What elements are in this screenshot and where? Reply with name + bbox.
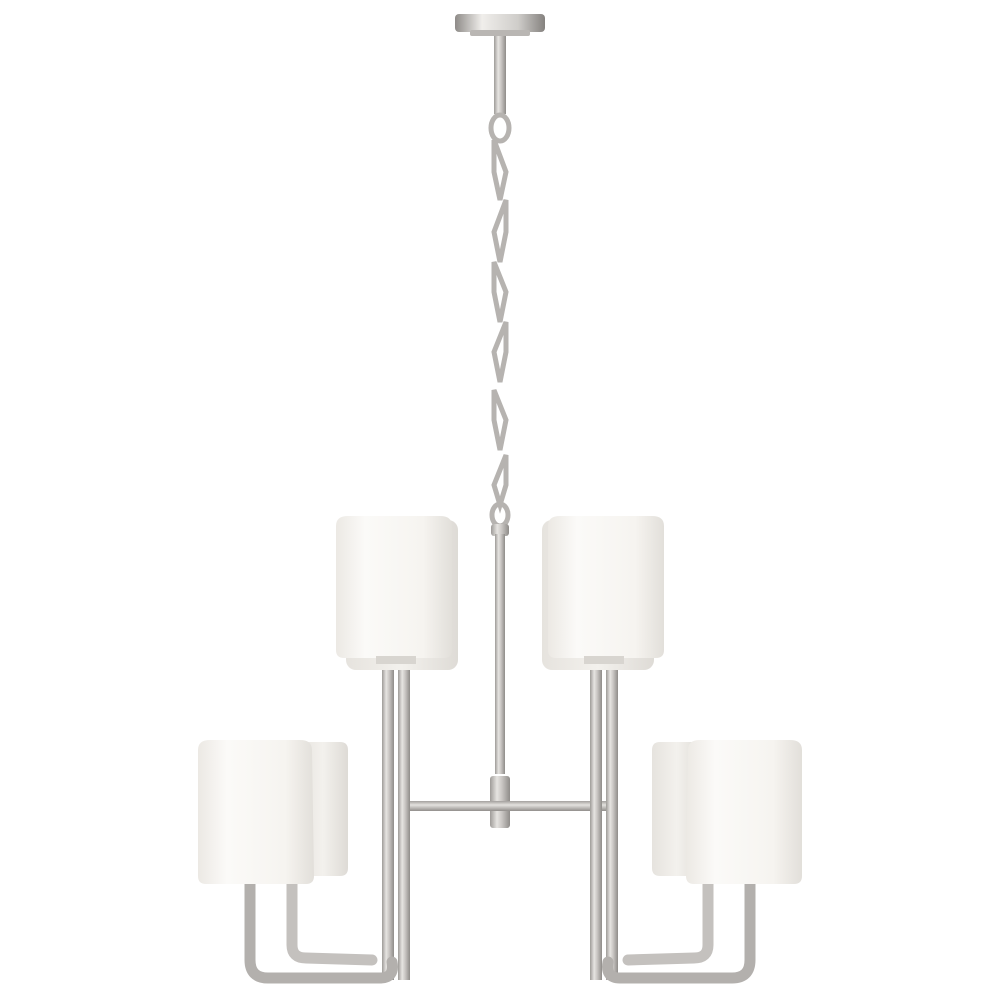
hanging-chain <box>488 112 512 529</box>
central-stem <box>490 524 510 828</box>
upper-arms <box>382 660 618 980</box>
lower-arms <box>244 874 756 984</box>
ceiling-canopy <box>455 14 545 114</box>
lower-right-front-shade <box>686 740 802 884</box>
lower-left-front-shade <box>198 740 314 884</box>
crossbar <box>402 801 612 811</box>
upper-right-shade <box>542 516 664 670</box>
upper-left-shade <box>336 516 458 670</box>
